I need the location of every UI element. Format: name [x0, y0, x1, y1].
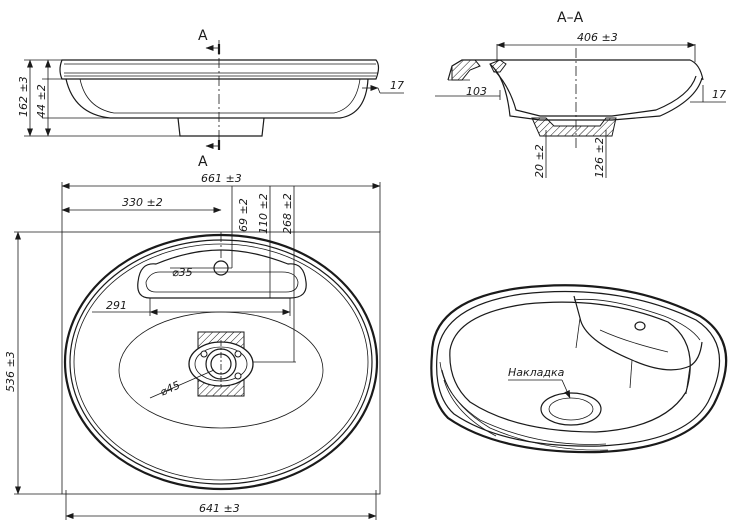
- dim-shelf-width: 291: [106, 299, 127, 312]
- dim-height-total: 162 ±3: [17, 76, 30, 117]
- dim-tap-hole: ⌀35: [172, 266, 193, 279]
- dim-height-bowl: 44 ±2: [35, 84, 48, 118]
- overlay-label: Накладка: [508, 366, 565, 379]
- section-title: A–A: [557, 10, 584, 26]
- top-view: 661 ±3 330 ±2 536 ±3 ⌀35 69 ±2 110 ±2 26…: [4, 172, 381, 520]
- dim-drain-diameter-value: 45: [164, 378, 182, 396]
- dim-section-width: 406 ±3: [577, 31, 618, 44]
- section-view: A–A 406 ±3 103 17 20 ±2 126 ±2: [435, 10, 726, 178]
- dim-drain-depth: 126 ±2: [593, 137, 606, 178]
- cut-label-top: A: [198, 28, 208, 44]
- dim-tap-hole-offset: 69 ±2: [237, 198, 250, 232]
- iso-view: Накладка: [430, 284, 728, 454]
- dim-tap-hole-value: 35: [179, 266, 193, 279]
- dim-rim-side: 17: [390, 79, 404, 92]
- dim-section-rim: 17: [712, 88, 726, 101]
- dim-width-inner: 641 ±3: [199, 502, 240, 515]
- dim-tap-shelf-offset: 110 ±2: [257, 193, 270, 234]
- dim-section-offset: 103: [466, 85, 487, 98]
- dim-drain-height: 20 ±2: [533, 144, 546, 178]
- dim-center-offset: 330 ±2: [122, 196, 163, 209]
- cut-label-bottom: A: [198, 154, 208, 170]
- dim-drain-offset: 268 ±2: [281, 193, 294, 234]
- dim-length-outer: 536 ±3: [4, 351, 17, 392]
- dim-drain-diameter: ⌀45: [158, 378, 182, 398]
- dim-width-outer: 661 ±3: [201, 172, 242, 185]
- side-view: A A 162 ±3 44 ±2 17: [17, 28, 404, 170]
